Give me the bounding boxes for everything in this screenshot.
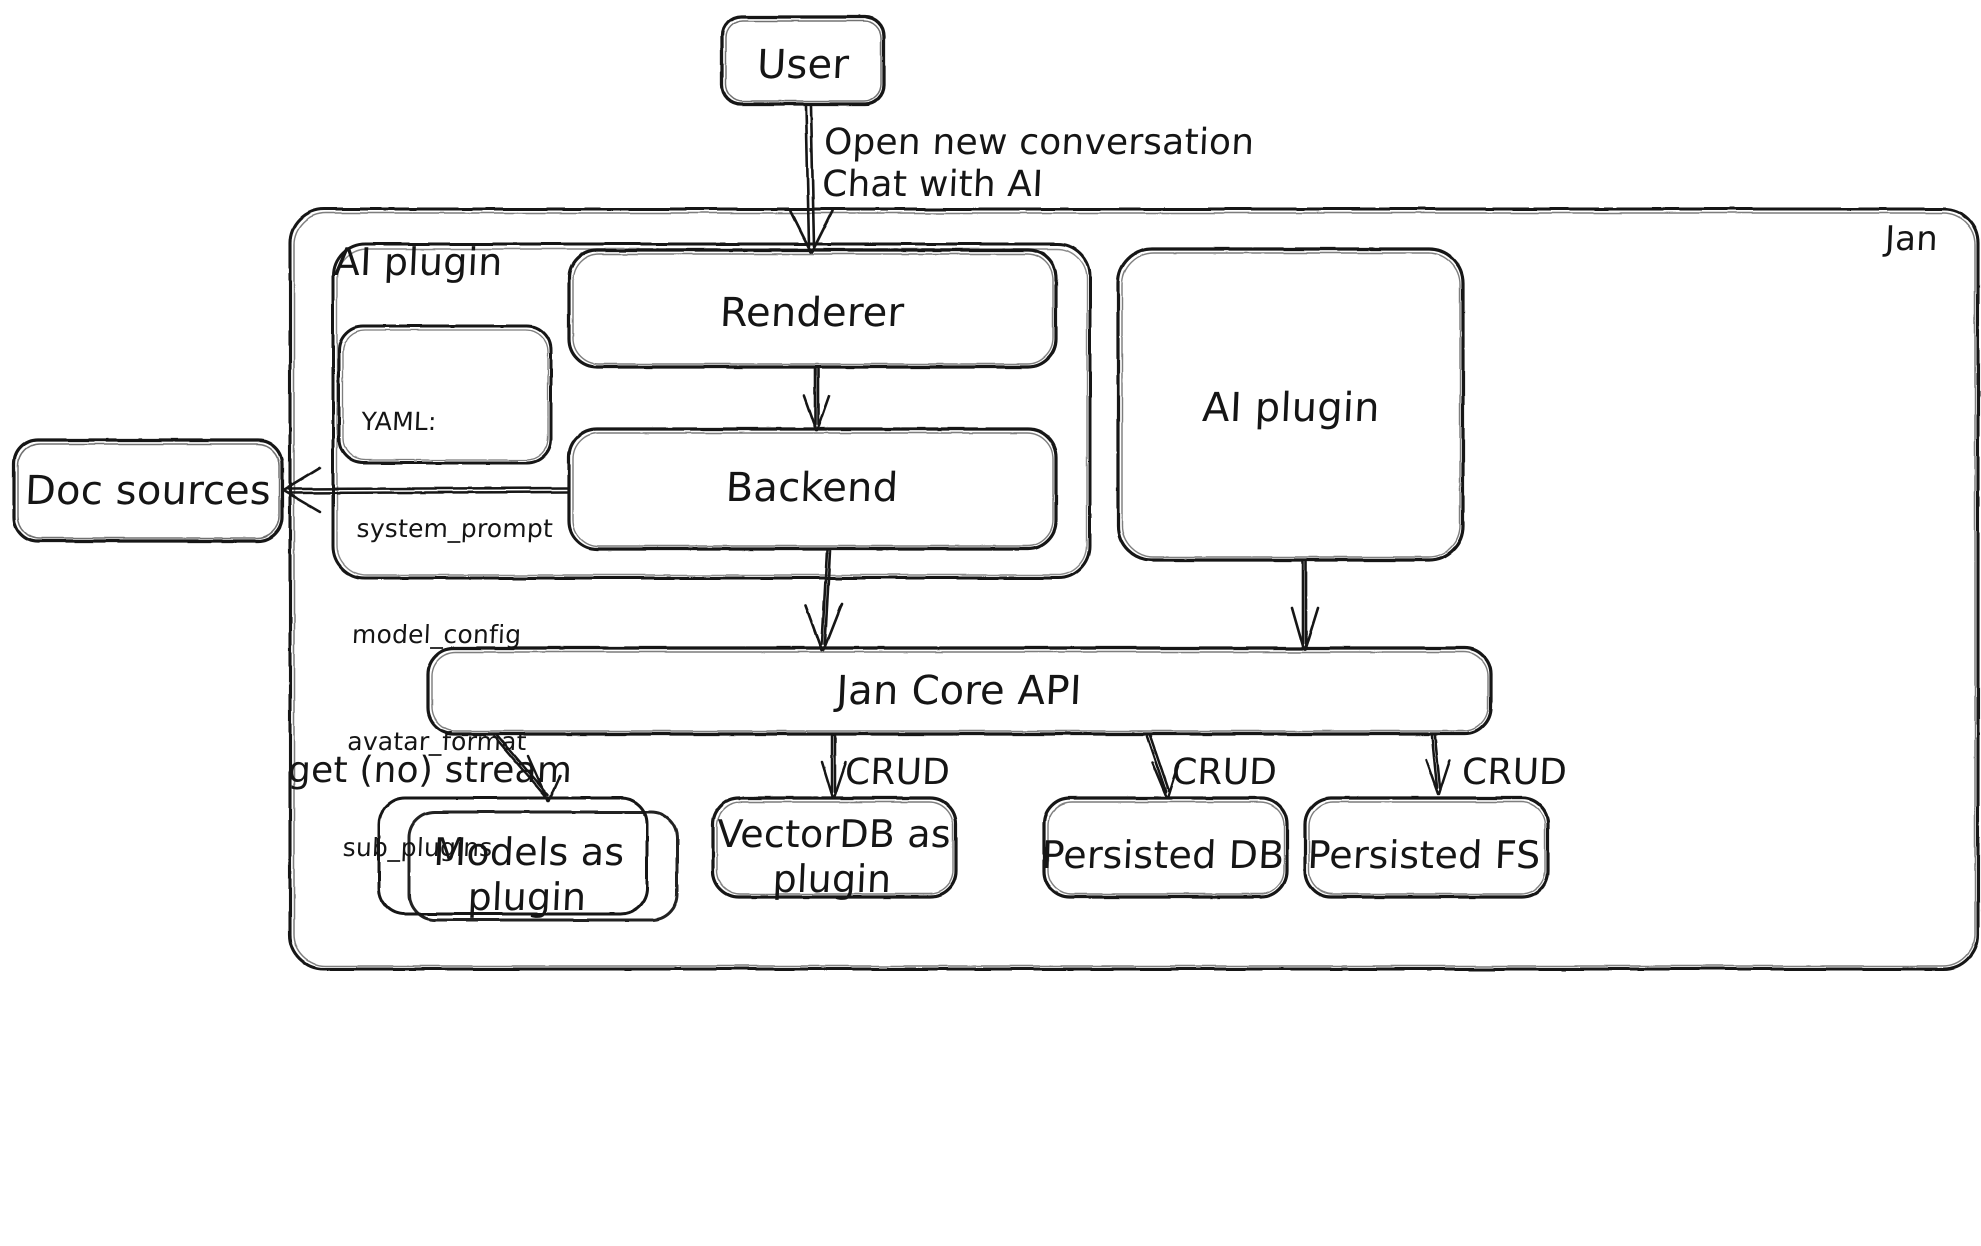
doc-sources-box-outline [12,438,284,543]
jan-container-label: Jan [1884,219,1939,259]
edge-label-core-to-persisted-fs: CRUD [1461,752,1568,793]
arrow-ai-plugin-to-core [1290,560,1320,652]
ai-plugin-box-outline [1116,247,1465,562]
jan-core-api-label: Jan Core API [835,668,1083,714]
jan-core-api-box-outline [426,646,1493,736]
user-box-outline [720,15,886,106]
models-plugin-box-outline [377,796,679,922]
jan-container-outline [288,207,1980,971]
arrow-renderer-to-backend [802,367,831,432]
edge-label-core-to-models: get (no) stream [287,750,574,791]
ai-plugin-box-label: AI plugin [1201,385,1381,431]
renderer-label: Renderer [718,290,906,336]
ai-plugin-group-label: AI plugin [333,240,504,284]
arrow-core-to-vectordb [820,734,848,800]
vectordb-plugin-label: VectorDB as plugin [716,812,952,901]
arrow-core-to-persisted-fs [1424,734,1452,796]
persisted-db-box-outline [1042,796,1289,899]
edge-label-core-to-persisted-db: CRUD [1171,752,1278,793]
yaml-note-outline [337,324,553,465]
user-label: User [756,42,851,88]
persisted-fs-label: Persisted FS [1306,833,1542,877]
models-plugin-label: Models as plugin [432,830,626,919]
edge-label-core-to-vectordb: CRUD [844,752,951,793]
arrow-backend-to-core [804,549,844,652]
persisted-fs-box-outline [1303,796,1550,899]
doc-sources-label: Doc sources [24,468,272,514]
arrow-backend-to-doc-sources [282,466,571,514]
edge-label-user-to-renderer: Open new conversation Chat with AI [821,122,1255,207]
yaml-note-line-0: system_prompt [356,513,554,543]
arrow-core-to-persisted-db [1145,733,1180,800]
edge-line-1: Open new conversation Chat with AI [821,122,1256,206]
backend-label: Backend [724,465,900,511]
arrow-core-to-models [492,733,562,803]
yaml-note-header: YAML: [360,407,438,436]
arrow-user-to-renderer [789,104,835,254]
persisted-db-label: Persisted DB [1040,833,1286,877]
yaml-note-line-1: model_config [351,620,522,649]
